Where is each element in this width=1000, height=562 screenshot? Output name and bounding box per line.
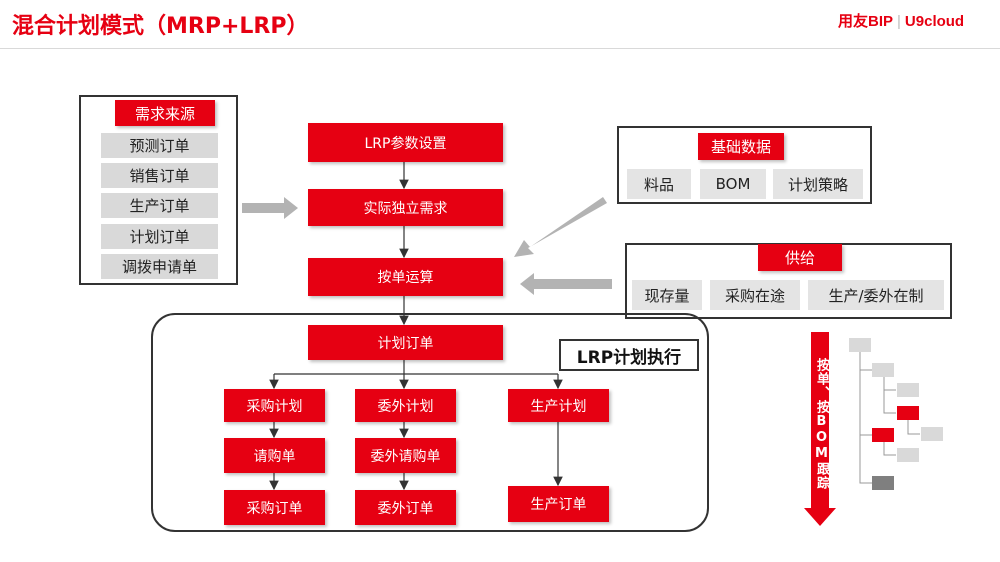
purchase-request-box: 请购单 bbox=[224, 438, 325, 473]
supply-item-on-hand: 现存量 bbox=[632, 280, 702, 310]
bom-tree-node bbox=[849, 338, 871, 352]
outsource-request-box: 委外请购单 bbox=[355, 438, 456, 473]
tracking-arrow bbox=[804, 332, 836, 526]
grey-arrow-supply bbox=[520, 273, 612, 295]
lrp-execution-frame bbox=[151, 313, 709, 532]
brand-separator: | bbox=[897, 13, 901, 30]
brand-name-bip: 用友BIP bbox=[838, 13, 894, 30]
demand-item-forecast-order: 预测订单 bbox=[101, 133, 218, 158]
bom-tree-node bbox=[872, 363, 894, 377]
purchase-plan-box: 采购计划 bbox=[224, 389, 325, 422]
basic-data-item-material: 料品 bbox=[627, 169, 691, 199]
outsource-plan-box: 委外计划 bbox=[355, 389, 456, 422]
outsource-order-box: 委外订单 bbox=[355, 490, 456, 525]
basic-data-item-plan-strategy: 计划策略 bbox=[773, 169, 863, 199]
plan-order-box: 计划订单 bbox=[308, 325, 503, 360]
lrp-execution-label: LRP计划执行 bbox=[559, 339, 699, 371]
basic-data-header: 基础数据 bbox=[698, 133, 784, 160]
brand-logo: 用友BIP|U9cloud bbox=[838, 10, 964, 31]
production-plan-box: 生产计划 bbox=[508, 389, 609, 422]
purchase-order-box: 采购订单 bbox=[224, 490, 325, 525]
bom-tree-node bbox=[897, 448, 919, 462]
demand-item-transfer-request: 调拨申请单 bbox=[101, 254, 218, 279]
bom-tree-node bbox=[897, 383, 919, 397]
bom-tree-node-dark bbox=[872, 476, 894, 490]
demand-item-production-order: 生产订单 bbox=[101, 193, 218, 218]
actual-independent-demand-box: 实际独立需求 bbox=[308, 189, 503, 226]
brand-name-u9cloud: U9cloud bbox=[904, 13, 965, 30]
basic-data-item-bom: BOM bbox=[700, 169, 766, 199]
demand-item-plan-order: 计划订单 bbox=[101, 224, 218, 249]
supply-header: 供给 bbox=[758, 244, 842, 271]
production-order-box: 生产订单 bbox=[508, 486, 609, 522]
tracking-label: 按单、按BOM跟踪 bbox=[814, 358, 829, 490]
demand-source-panel bbox=[79, 95, 238, 285]
header-divider bbox=[0, 48, 1000, 49]
lrp-param-setting-box: LRP参数设置 bbox=[308, 123, 503, 162]
demand-source-header: 需求来源 bbox=[115, 100, 215, 126]
order-based-calc-box: 按单运算 bbox=[308, 258, 503, 296]
bom-tree-node-highlight bbox=[897, 406, 919, 420]
bom-tree-lines bbox=[859, 352, 920, 484]
demand-item-sales-order: 销售订单 bbox=[101, 163, 218, 188]
grey-arrow-basic-data bbox=[514, 197, 607, 257]
bom-tree-node-highlight bbox=[872, 428, 894, 442]
supply-item-wip: 生产/委外在制 bbox=[808, 280, 944, 310]
grey-arrow-demand-source bbox=[242, 197, 298, 219]
supply-item-purchase-in-transit: 采购在途 bbox=[710, 280, 800, 310]
page-title: 混合计划模式（MRP+LRP） bbox=[12, 14, 309, 39]
bom-tree-node bbox=[921, 427, 943, 441]
